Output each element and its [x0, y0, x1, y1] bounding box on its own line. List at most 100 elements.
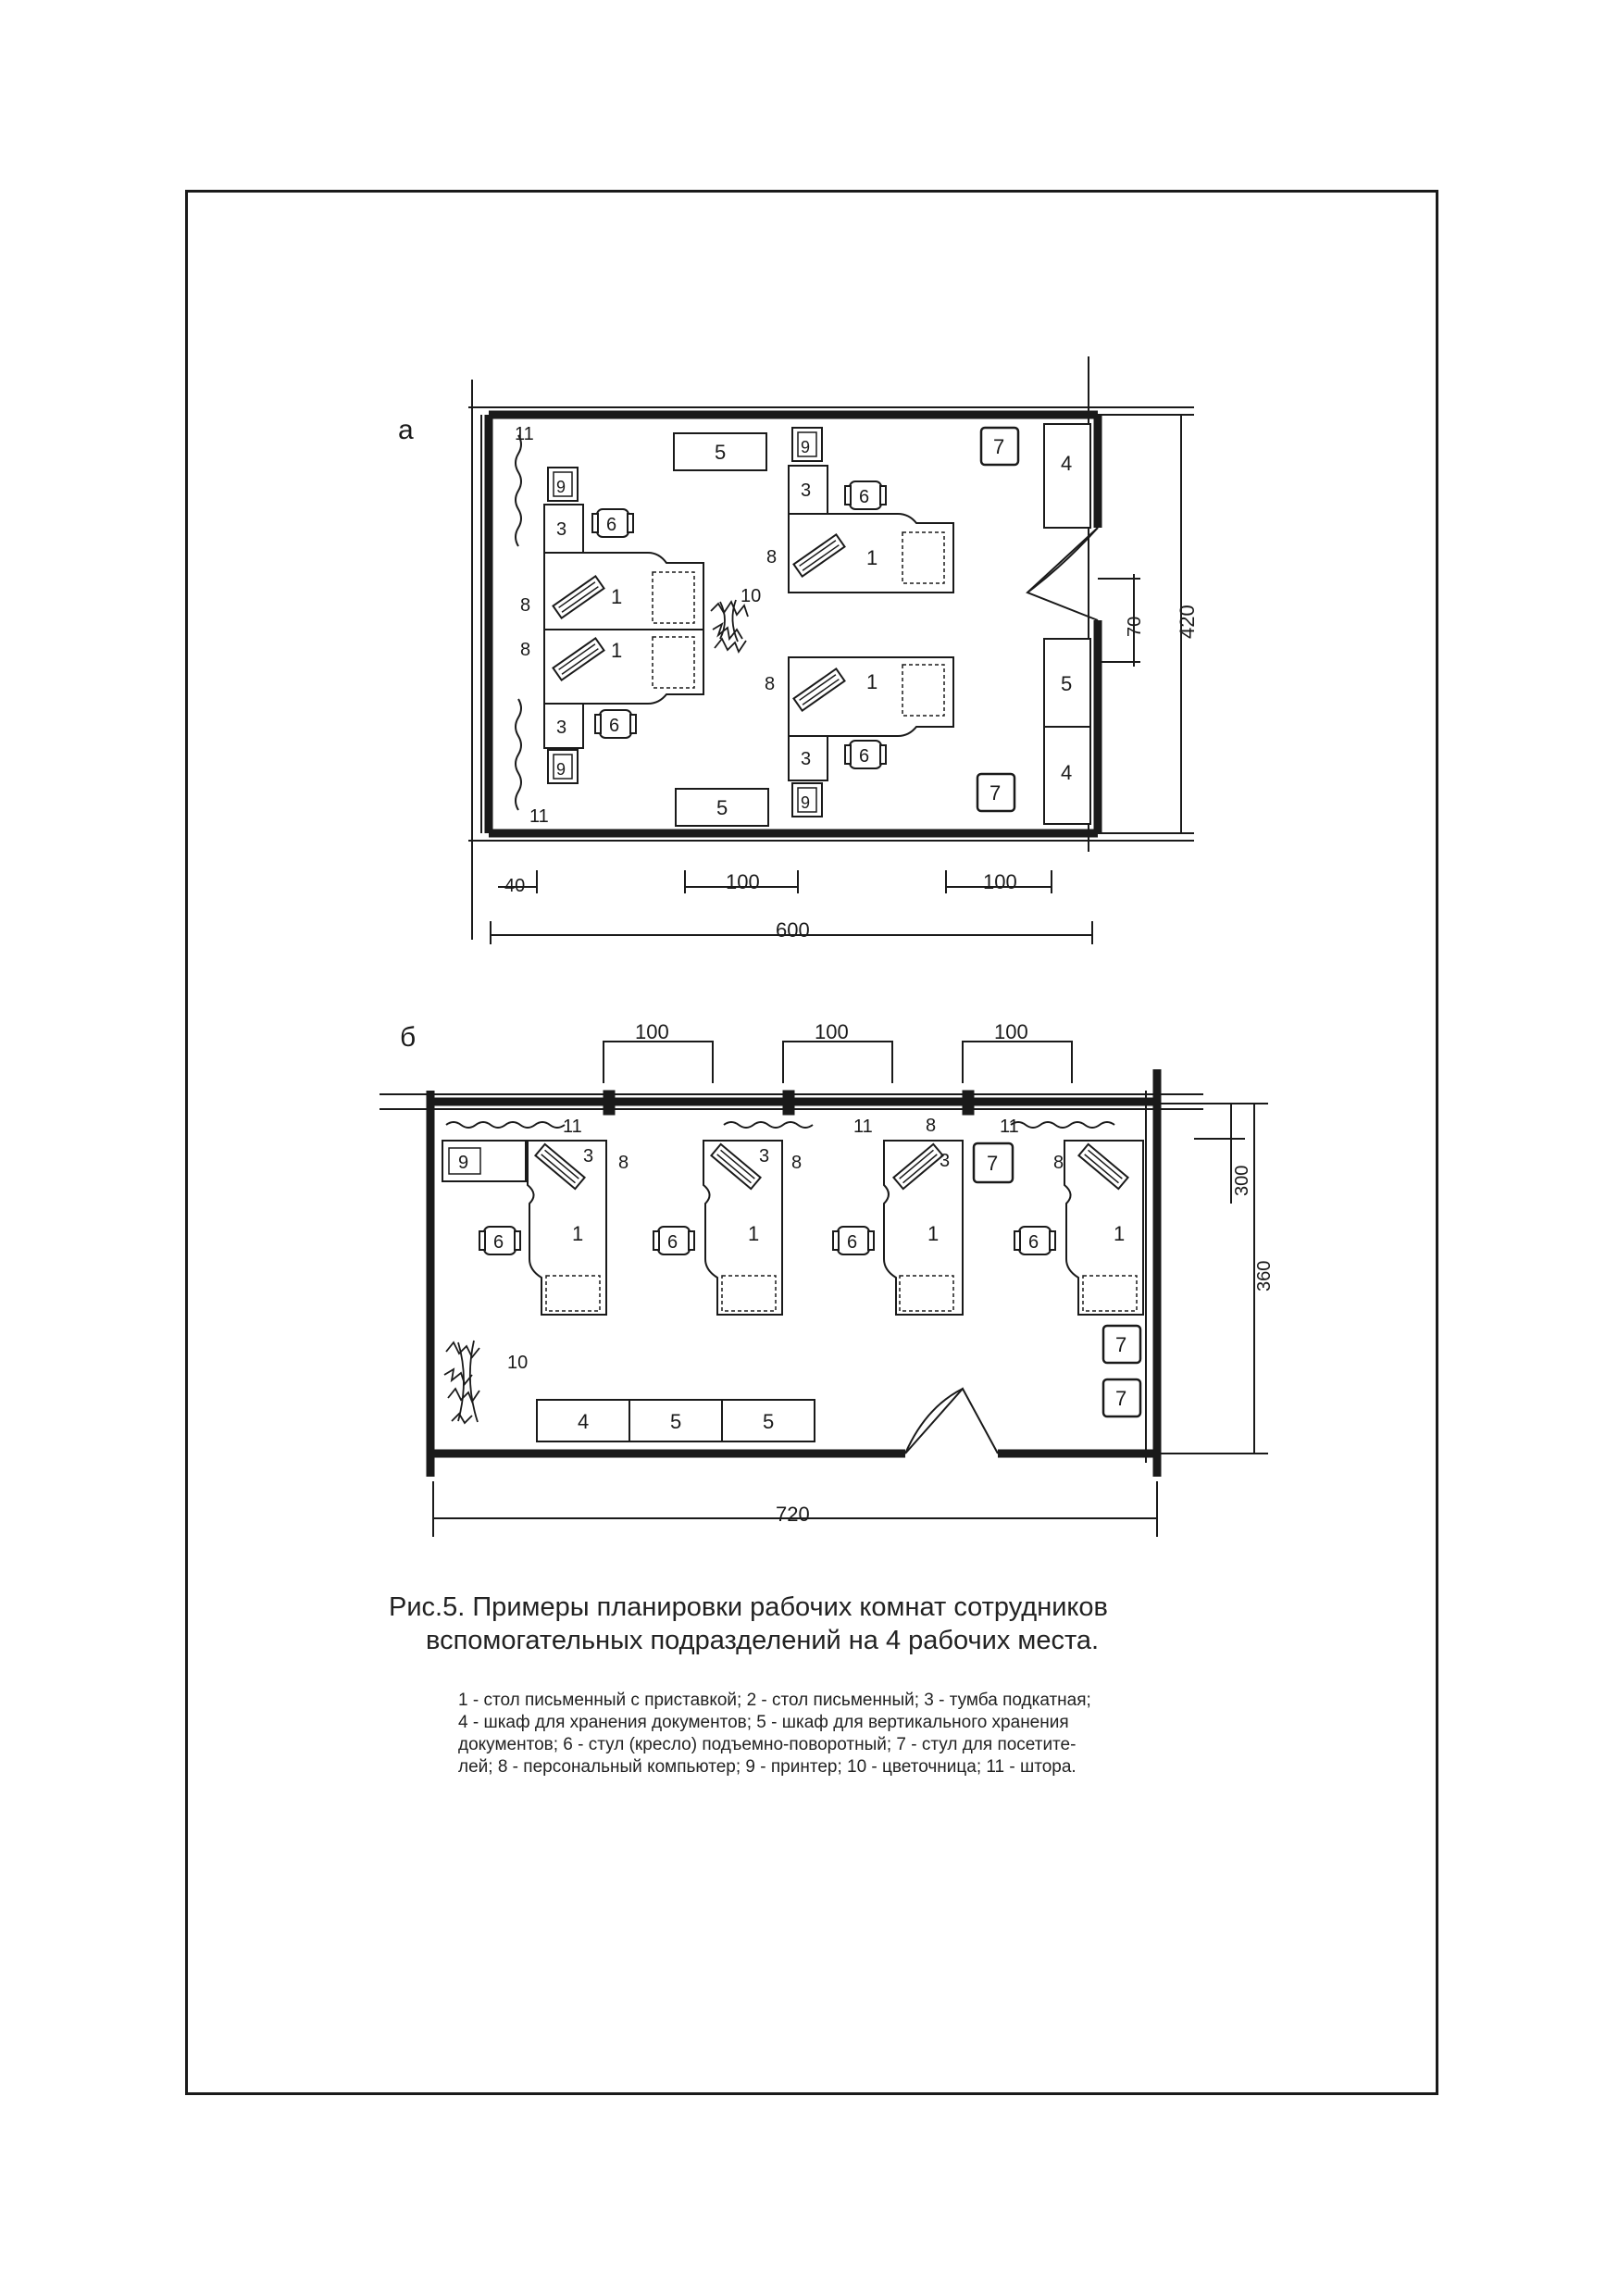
svg-text:8: 8	[791, 1153, 802, 1173]
plan-b-workstation-2: 1 3 8 6	[653, 1140, 802, 1316]
svg-text:1: 1	[1114, 1222, 1125, 1245]
plan-b-cabinet-4: 4	[578, 1410, 589, 1433]
plan-b-walls	[380, 1069, 1203, 1477]
svg-text:7: 7	[987, 1152, 998, 1175]
svg-text:8: 8	[520, 640, 530, 660]
svg-text:8: 8	[1053, 1153, 1064, 1173]
svg-text:6: 6	[847, 1232, 857, 1253]
svg-text:9: 9	[801, 438, 810, 456]
svg-text:3: 3	[583, 1146, 593, 1167]
svg-text:1: 1	[748, 1222, 759, 1245]
svg-text:4: 4	[1061, 452, 1072, 475]
svg-text:1: 1	[572, 1222, 583, 1245]
svg-text:8: 8	[618, 1153, 629, 1173]
svg-text:3: 3	[801, 480, 811, 501]
plan-b-dim-width: 720	[776, 1503, 810, 1526]
plan-a-dimensions	[490, 414, 1194, 944]
svg-text:1: 1	[866, 546, 877, 569]
plan-a-curtains	[515, 434, 522, 811]
plan-a-cabinet-5-right: 5	[1043, 638, 1091, 728]
svg-text:4: 4	[1061, 761, 1072, 784]
figure-caption: Рис.5. Примеры планировки рабочих комнат…	[389, 1591, 1222, 1657]
plan-a-dim-item-left: 100	[726, 870, 760, 893]
svg-text:7: 7	[989, 781, 1001, 805]
svg-text:9: 9	[556, 478, 566, 496]
plan-a-cabinet-4-right: 4	[1043, 726, 1091, 825]
svg-text:9: 9	[556, 760, 566, 779]
plan-a-dim-item-right: 100	[983, 870, 1017, 893]
plan-a-workstation-left-bottom: 1 3 9 6 8	[520, 629, 704, 784]
plan-a-cabinet-5-top: 5	[673, 432, 767, 471]
plan-b-dimensions	[432, 1041, 1268, 1537]
svg-text:3: 3	[801, 749, 811, 769]
svg-text:3: 3	[556, 519, 566, 540]
plan-a-dim-door: 70	[1125, 617, 1145, 637]
svg-text:7: 7	[1115, 1333, 1126, 1356]
plan-b-label: б	[400, 1022, 416, 1053]
svg-text:9: 9	[458, 1153, 468, 1173]
plan-a-label-11-top: 11	[515, 424, 534, 444]
plan-b-visitor-chair-right-1: 7	[1101, 1324, 1142, 1365]
svg-text:6: 6	[606, 515, 616, 535]
plan-b-dim-window-2: 100	[815, 1020, 849, 1043]
plan-b: б 11 11 11	[380, 1020, 1275, 1537]
plan-b-visitor-chair-right-2: 7	[1101, 1378, 1142, 1418]
plan-b-curtains	[445, 1121, 1115, 1129]
svg-text:6: 6	[1028, 1232, 1039, 1253]
plan-a-flower-stand	[710, 599, 749, 654]
plan-a-door	[1026, 527, 1099, 621]
plan-a: а 11 11 5	[398, 356, 1199, 944]
legend-line-3: документов; 6 - стул (кресло) подъемно-п…	[458, 1735, 1077, 1754]
svg-text:6: 6	[859, 746, 869, 767]
svg-text:8: 8	[766, 547, 777, 568]
caption-line-2: вспомогательных подразделений на 4 рабоч…	[426, 1626, 1100, 1655]
svg-text:7: 7	[993, 435, 1004, 458]
plan-a-cabinet-5-bottom: 5	[675, 788, 769, 827]
plan-b-flower-stand	[443, 1340, 480, 1425]
plan-b-dim-window-1: 100	[635, 1020, 669, 1043]
svg-text:7: 7	[1115, 1387, 1126, 1410]
legend-line-2: 4 - шкаф для хранения документов; 5 - шк…	[458, 1713, 1069, 1732]
svg-text:3: 3	[556, 718, 566, 738]
svg-text:3: 3	[759, 1146, 769, 1167]
caption-line-1: Рис.5. Примеры планировки рабочих комнат…	[389, 1592, 1108, 1622]
plan-b-dim-height: 360	[1254, 1261, 1275, 1292]
svg-text:5: 5	[1061, 672, 1072, 695]
plan-a-workstation-right-top: 9 3 1 6 8	[766, 427, 954, 593]
plan-b-workstation-4: 1 8 6	[1014, 1140, 1144, 1316]
plan-b-label-11-b: 11	[853, 1117, 873, 1137]
plan-a-label: а	[398, 415, 414, 445]
plan-b-dim-depth: 300	[1232, 1166, 1252, 1196]
legend-line-1: 1 - стол письменный с приставкой; 2 - ст…	[458, 1691, 1091, 1710]
svg-text:8: 8	[926, 1116, 936, 1136]
svg-text:1: 1	[611, 639, 622, 662]
legend-line-4: лей; 8 - персональный компьютер; 9 - при…	[458, 1757, 1077, 1777]
svg-text:9: 9	[801, 793, 810, 812]
figure-legend: 1 - стол письменный с приставкой; 2 - ст…	[458, 1690, 1226, 1778]
svg-text:6: 6	[859, 487, 869, 507]
plan-a-dim-height: 420	[1176, 605, 1199, 639]
plan-b-cabinets: 4 5 5	[536, 1399, 815, 1442]
plan-b-cabinet-5b: 5	[763, 1410, 774, 1433]
plan-b-label-11-c: 11	[1000, 1117, 1019, 1137]
svg-text:8: 8	[520, 595, 530, 616]
svg-text:1: 1	[611, 585, 622, 608]
plan-a-label-11-bottom: 11	[529, 806, 549, 827]
plan-b-visitor-chair-top: 7	[972, 1142, 1014, 1184]
plan-b-workstation-3: 1 3 8 6	[832, 1116, 964, 1316]
plan-b-workstation-1: 1 3 8 6	[479, 1140, 629, 1316]
svg-text:6: 6	[609, 716, 619, 736]
plan-b-dim-window-3: 100	[994, 1020, 1028, 1043]
svg-text:8: 8	[765, 674, 775, 694]
svg-text:6: 6	[667, 1232, 678, 1253]
plan-a-dim-width: 600	[776, 918, 810, 942]
svg-text:3: 3	[940, 1151, 950, 1171]
page-frame	[185, 190, 1438, 2095]
plan-b-label-10: 10	[507, 1353, 528, 1373]
plan-a-visitor-chair-top: 7	[979, 426, 1020, 467]
plan-b-printer: 9	[442, 1140, 527, 1182]
plan-a-dim-wall: 40	[504, 876, 525, 896]
plan-b-door	[904, 1387, 999, 1454]
plan-a-label-10: 10	[741, 586, 761, 606]
